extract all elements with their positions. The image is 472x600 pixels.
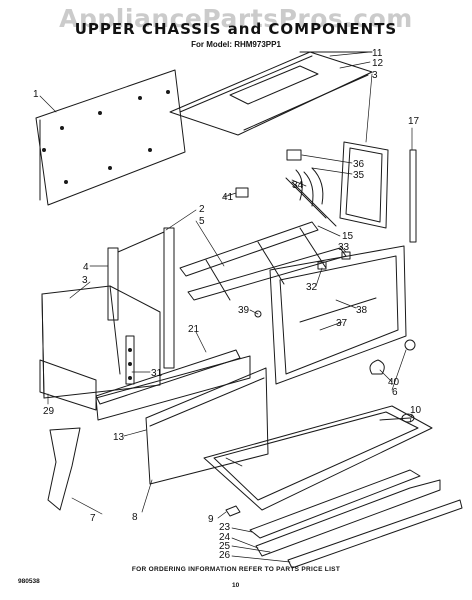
watermark: AppliancePartsPros.com	[59, 4, 413, 33]
callout-41: 41	[222, 192, 234, 203]
callout-5: 5	[199, 216, 205, 227]
wiring-brackets	[285, 149, 337, 227]
callout-6: 6	[392, 387, 398, 398]
callout-labels: 1 2 3 3 4 5 6 7 8 9 10 11 12 13 15 17 21…	[33, 48, 422, 561]
drain-channel-assembly	[249, 413, 463, 569]
callout-35: 35	[353, 170, 365, 181]
callout-36: 36	[353, 159, 365, 170]
callout-17: 17	[408, 116, 420, 127]
callout-7: 7	[90, 513, 96, 524]
callout-26: 26	[219, 550, 231, 561]
callout-29: 29	[43, 406, 55, 417]
angled-bracket	[47, 427, 81, 511]
front-grille-panel	[145, 367, 269, 485]
rear-panel	[35, 69, 186, 206]
clip-bracket	[235, 187, 249, 198]
callout-leaders	[39, 51, 413, 563]
callout-9: 9	[208, 514, 214, 525]
callout-23: 23	[219, 522, 231, 533]
callout-3-top: 3	[372, 70, 378, 81]
callout-10: 10	[410, 405, 422, 416]
callout-11: 11	[372, 48, 383, 59]
right-side-frame	[339, 141, 389, 229]
small-clip	[225, 505, 241, 517]
base-pan	[203, 405, 433, 511]
callout-2: 2	[199, 204, 205, 215]
screw	[254, 310, 262, 318]
callout-21: 21	[188, 324, 200, 335]
diagram-title: UPPER CHASSIS and COMPONENTS	[74, 20, 398, 38]
callout-3-left: 3	[82, 275, 88, 286]
callout-32: 32	[306, 282, 318, 293]
callout-15: 15	[342, 231, 354, 242]
front-door-panel	[269, 245, 407, 385]
ordering-note: FOR ORDERING INFORMATION REFER TO PARTS …	[131, 566, 341, 573]
model-subtitle: For Model: RHM973PP1	[191, 40, 281, 49]
left-mounting-bracket	[39, 359, 97, 411]
left-chassis-box	[41, 285, 161, 399]
vertical-support-posts	[107, 227, 175, 369]
callout-34: 34	[292, 180, 304, 191]
knob-and-wire	[369, 339, 416, 375]
callout-12: 12	[372, 58, 384, 69]
callout-40: 40	[388, 377, 400, 388]
top-cover	[169, 51, 373, 136]
callout-13: 13	[113, 432, 125, 443]
page-number: 10	[232, 582, 240, 589]
callout-1: 1	[33, 89, 39, 100]
callout-33: 33	[338, 242, 350, 253]
callout-38: 38	[356, 305, 368, 316]
support-strip	[95, 349, 241, 405]
callout-31: 31	[151, 368, 163, 379]
base-skirt-panel	[95, 355, 251, 421]
callout-24: 24	[219, 532, 231, 543]
side-trim-strip	[409, 149, 417, 243]
callout-8: 8	[132, 512, 138, 523]
callout-39: 39	[238, 305, 250, 316]
callout-37: 37	[336, 318, 348, 329]
callout-4: 4	[83, 262, 89, 273]
callout-25: 25	[219, 541, 231, 552]
document-code: 980538	[18, 578, 40, 585]
